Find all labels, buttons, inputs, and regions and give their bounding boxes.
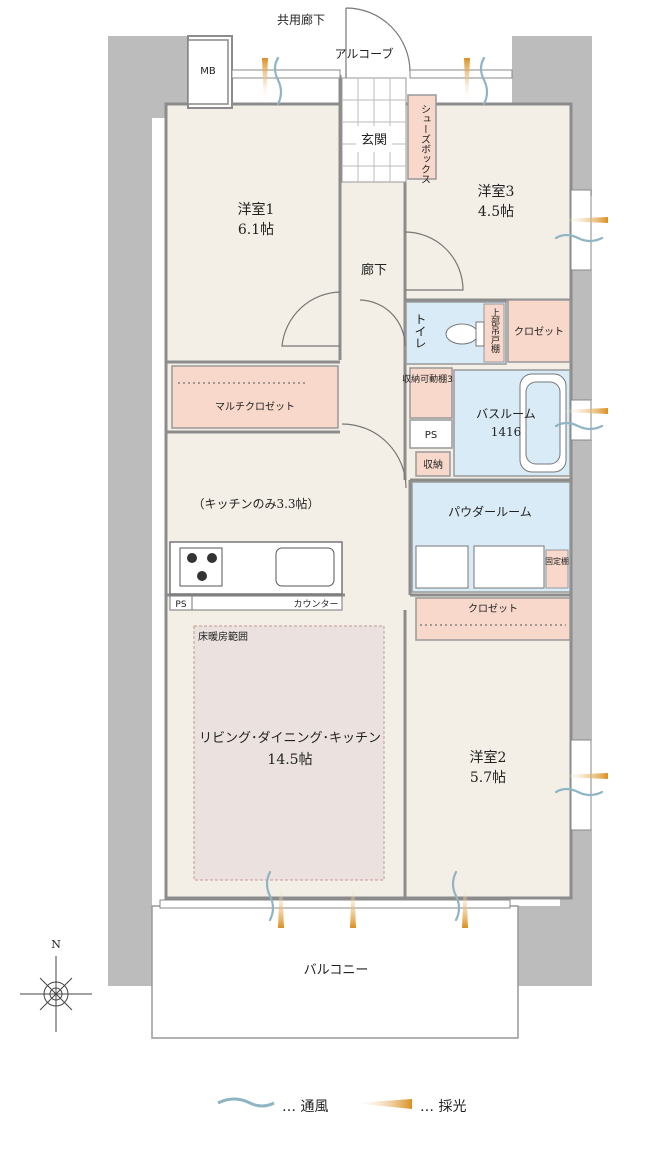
room2-name: 洋室2 [470,749,507,766]
kitchen-counter: PS カウンター [169,541,343,611]
multi-closet-label: マルチクロゼット [215,401,295,413]
storage-column: 収納可動棚3段 PS 収納 [402,367,462,477]
legend-wind-icon [217,1097,275,1108]
entrance-label: 玄関 [361,133,387,148]
legend-ventilation: … 通風 [282,1099,328,1115]
hallway-label: 廊下 [361,262,387,278]
shoe-box: シューズボックス [407,94,437,184]
fixed-shelf-label: 固定棚 [545,556,569,566]
alcove-label: アルコーブ [335,46,394,61]
mb-label: MB [200,66,216,77]
closet-room2-label: クロゼット [468,603,518,615]
room1-name: 洋室1 [238,201,275,218]
closet-room3: クロゼット [507,299,571,363]
common-corridor-label: 共用廊下 [277,12,325,27]
room1-size: 6.1帖 [238,222,274,238]
room2-size: 5.7帖 [470,770,506,786]
counter-label: カウンター [293,599,338,610]
bathroom-size: 1416 [491,425,522,439]
toilet-room: トイレ 上部吊戸棚 [405,301,507,365]
entrance-label-bg [356,126,392,152]
storage-adjustable-label: 収納可動棚3段 [402,373,462,385]
powder-room: パウダールーム 固定棚 [411,481,571,593]
floor-heating-label: 床暖房範囲 [198,630,248,643]
floor-heating-area: 床暖房範囲 [193,625,385,881]
bathroom-label: バスルーム [476,407,536,421]
shoe-box-label: シューズボックス [419,104,431,184]
powder-room-label: パウダールーム [448,504,532,519]
legend-light-icon [352,1099,412,1109]
closet-room2: クロゼット [415,597,571,641]
legend: … 通風 … 採光 [217,1097,466,1115]
balcony-label: バルコニー [304,963,369,978]
ps1-label: PS [425,430,437,441]
legend-daylight: … 採光 [420,1099,466,1115]
ldk-name: リビング･ダイニング･キッチン [199,731,381,746]
mb-box: MB [187,39,229,105]
front-door-swing [345,7,411,78]
toilet-label: トイレ [413,313,427,349]
daylight-arrows [262,58,608,928]
door-swings [281,231,464,489]
wind-lines [265,56,604,922]
ldk-size: 14.5帖 [267,752,312,768]
upper-shelf-label: 上部吊戸棚 [489,308,500,354]
ps2-label: PS [175,600,186,610]
bathroom: バスルーム 1416 [453,369,571,477]
balcony: バルコニー [151,899,519,1039]
room3-size: 4.5帖 [478,204,514,220]
multi-closet: マルチクロゼット [171,365,339,429]
closet-room3-label: クロゼット [514,326,564,338]
room3-name: 洋室3 [478,183,515,200]
top-windows [231,69,513,79]
right-windows [570,189,592,831]
compass-n: N [51,938,61,951]
compass: N [20,938,92,1032]
storage-small-label: 収納 [423,458,443,471]
kitchen-only-label: （キッチンのみ3.3帖） [192,496,319,511]
